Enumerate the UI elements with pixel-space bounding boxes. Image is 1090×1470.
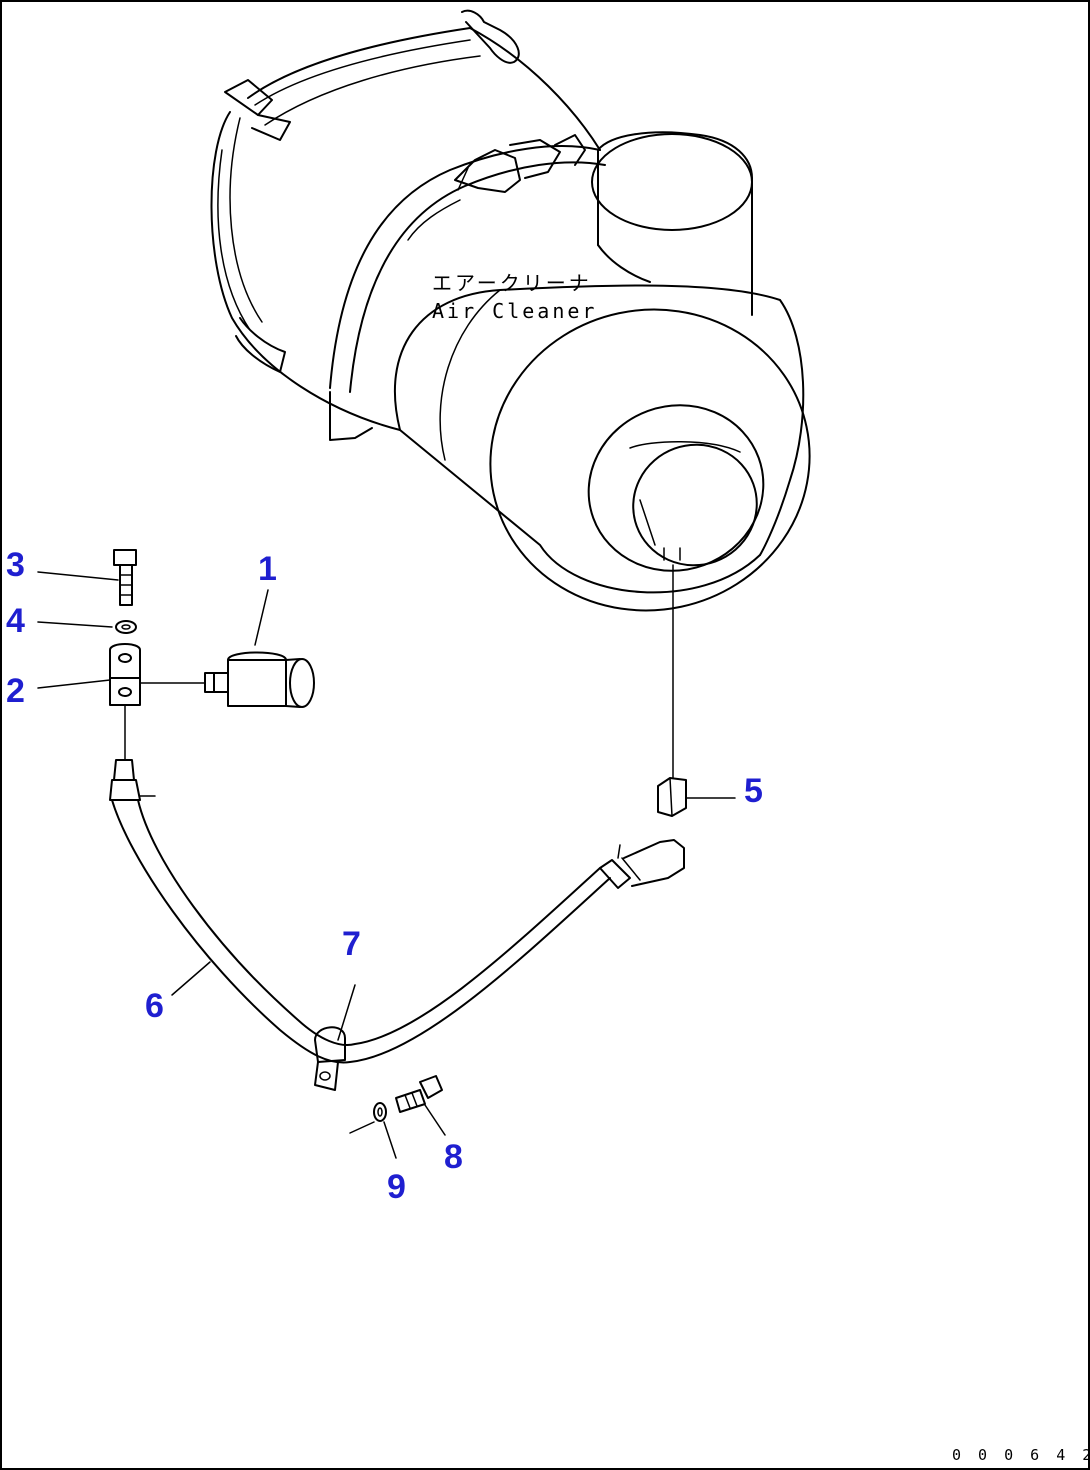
air-cleaner-label-jp: エアークリーナ [432,271,592,295]
document-id: 0 0 0 6 4 2 1 5 [952,1446,1090,1464]
air-cleaner: エアークリーナ Air Cleaner [210,9,811,612]
leader-lines [37,571,736,1159]
callout-2: 2 [6,672,25,710]
dust-indicator [139,651,315,708]
callout-8: 8 [444,1138,463,1176]
bracket [109,643,141,761]
callout-6: 6 [145,987,164,1025]
bolt-8 [395,1075,443,1113]
callout-1: 1 [258,550,277,588]
callout-5: 5 [744,772,763,810]
hose-6 [109,759,685,1064]
air-cleaner-label-en: Air Cleaner [432,299,597,323]
connector-5 [657,564,687,817]
clip-7 [314,1026,346,1091]
callout-3: 3 [6,546,25,584]
callout-9: 9 [387,1168,406,1206]
callout-7: 7 [342,925,361,963]
washer-9 [373,1102,387,1122]
bolt-3 [113,549,137,606]
washer-4 [115,620,137,634]
callout-4: 4 [6,602,25,640]
